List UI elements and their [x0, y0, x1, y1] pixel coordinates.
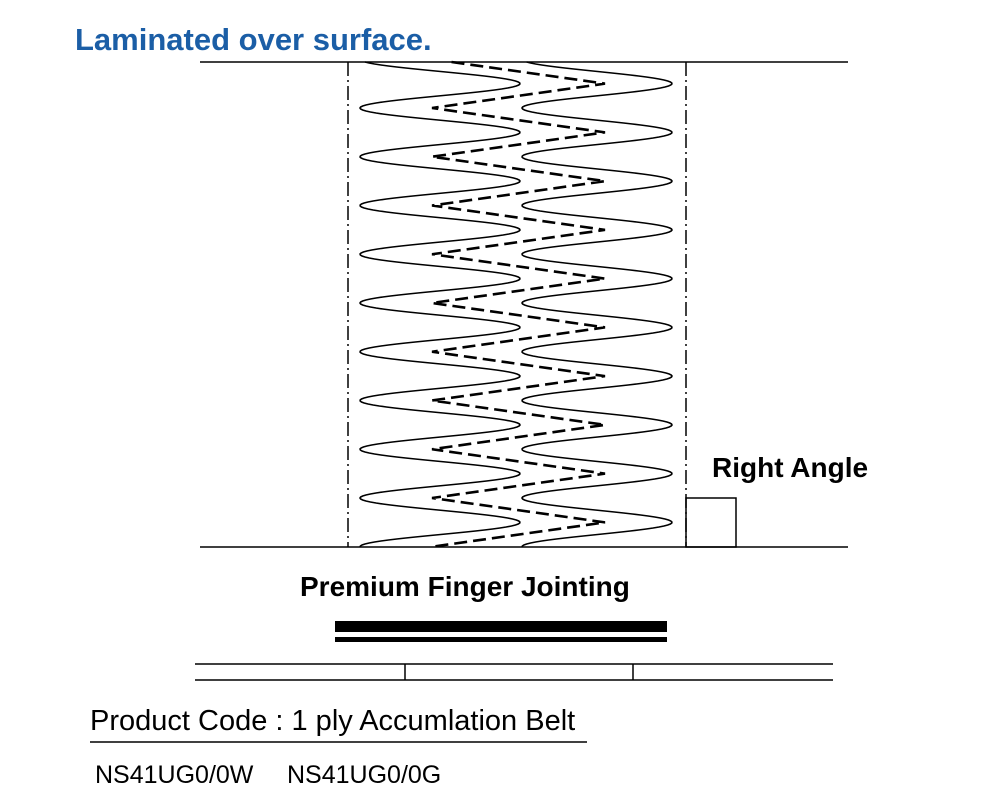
product-code: NS41UG0/0G — [287, 761, 442, 789]
right-angle-label: Right Angle — [712, 452, 869, 483]
belt-thick-bar — [335, 621, 667, 632]
right-finger-profile — [521, 61, 673, 548]
right-angle-square — [685, 497, 737, 548]
left-finger-profile — [359, 61, 521, 548]
belt-thin-bar — [335, 637, 667, 642]
joint-center-dashed-line — [431, 60, 606, 549]
page-title: Laminated over surface. — [75, 22, 432, 57]
product-code-heading: Product Code : 1 ply Accumlation Belt — [90, 705, 576, 737]
product-code: NS41UG0/0W — [95, 761, 254, 789]
joint-type-label: Premium Finger Jointing — [300, 571, 630, 602]
